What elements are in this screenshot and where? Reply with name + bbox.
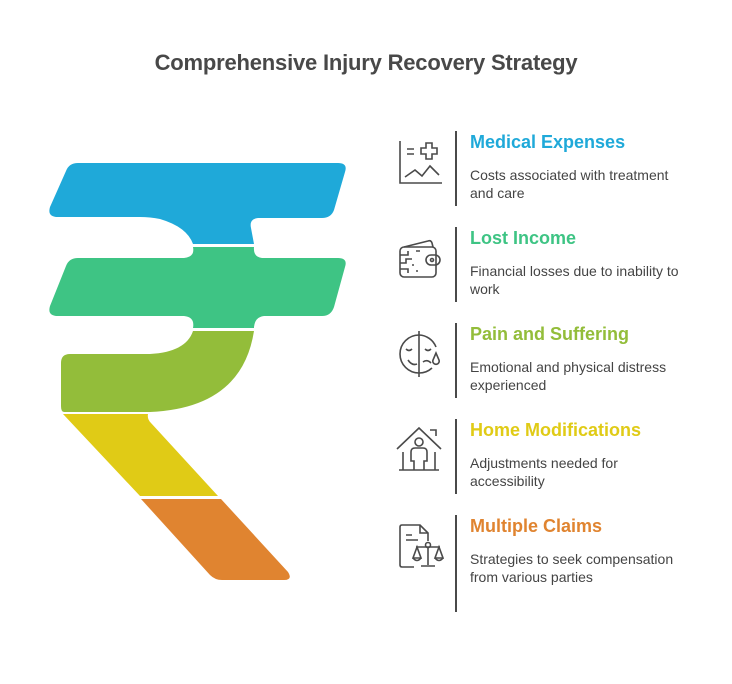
item-description: Adjustments needed for accessibility (470, 455, 618, 489)
divider (455, 419, 457, 494)
legal-document-scales-icon (399, 524, 444, 568)
rupee-segment-home-modifications (63, 414, 218, 496)
item-description: Emotional and physical distress experien… (470, 359, 667, 393)
rupee-segment-multiple-claims (141, 499, 290, 580)
divider (455, 515, 457, 612)
item-home-modifications: Home Modifications Adjustments needed fo… (390, 419, 720, 494)
item-heading: Lost Income (470, 228, 577, 248)
item-lost-income: Lost Income Financial losses due to inab… (390, 227, 720, 302)
item-description: Strategies to seek compensation from var… (470, 551, 674, 585)
item-heading: Multiple Claims (470, 516, 603, 536)
item-heading: Home Modifications (470, 420, 642, 440)
item-multiple-claims: Multiple Claims Strategies to seek compe… (390, 515, 720, 612)
divider (455, 227, 457, 302)
rupee-segment-lost-income (49, 247, 346, 328)
diagram-title: Comprehensive Injury Recovery Strategy (154, 50, 578, 75)
wallet-icon (399, 239, 441, 278)
item-description: Costs associated with treatment and care (470, 167, 669, 201)
rupee-segment-pain-and-suffering (61, 331, 254, 412)
divider (455, 131, 457, 206)
item-medical-expenses: Medical Expenses Costs associated with t… (390, 131, 720, 206)
sad-face-icon (399, 331, 440, 377)
divider (455, 323, 457, 398)
item-heading: Pain and Suffering (470, 324, 630, 344)
item-description: Financial losses due to inability to wor… (470, 263, 679, 297)
house-person-icon (396, 426, 442, 471)
medical-chart-icon (399, 141, 442, 184)
item-heading: Medical Expenses (470, 132, 626, 152)
item-pain-and-suffering: Pain and Suffering Emotional and physica… (390, 323, 720, 398)
rupee-segment-medical-expenses (49, 163, 346, 244)
